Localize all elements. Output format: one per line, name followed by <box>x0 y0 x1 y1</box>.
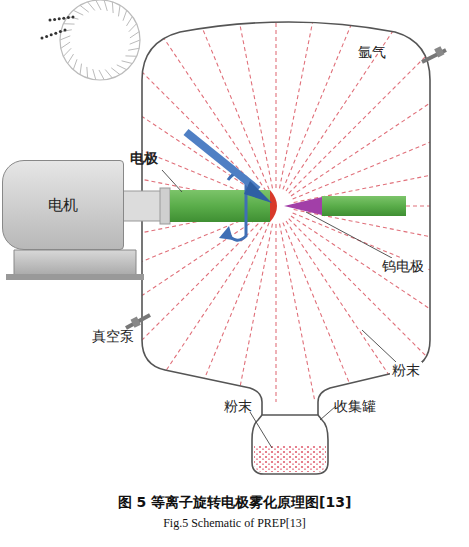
collected-powder <box>254 446 326 472</box>
source-spike <box>99 70 104 80</box>
source-spike <box>96 0 101 10</box>
part-label: 钨电极 <box>380 258 426 274</box>
source-spike <box>68 54 74 63</box>
argon-valve <box>422 46 446 62</box>
droplet-ray <box>291 216 469 350</box>
caption-english: Fig.5 Schematic of PREP[13] <box>0 516 469 531</box>
droplet-ray <box>289 22 460 193</box>
droplet-ray <box>225 0 272 188</box>
source-spike <box>117 65 127 70</box>
source-dot <box>54 32 57 35</box>
part-label: 粉末 <box>222 398 254 414</box>
source-spike <box>80 64 82 75</box>
source-spike <box>112 2 114 13</box>
figure-caption: 图 5 等离子旋转电极雾化原理图[13] <box>0 494 469 512</box>
droplet-ray <box>283 0 376 189</box>
source-spike <box>104 0 107 11</box>
plasma-arc-arrow <box>186 132 258 190</box>
source-spike <box>73 59 77 69</box>
shaft-flange <box>160 188 170 224</box>
plasma-arc-arrowhead <box>244 181 272 203</box>
source-spike <box>86 67 88 78</box>
source-dot <box>58 17 61 20</box>
source-spike <box>73 10 83 15</box>
collection-jar <box>252 415 328 474</box>
source-dot <box>50 33 53 36</box>
source-spike <box>63 48 71 56</box>
plasma-source <box>60 0 140 80</box>
atomizing-chamber <box>142 22 430 415</box>
source-spike <box>60 36 70 40</box>
source-dot <box>62 17 65 20</box>
source-spike <box>123 10 127 20</box>
droplet-ray <box>275 0 276 188</box>
source-spike <box>88 2 95 10</box>
part-label: 收集罐 <box>332 398 378 414</box>
droplet-ray <box>293 213 469 306</box>
source-spike <box>130 40 140 44</box>
droplet-ray <box>177 0 270 189</box>
part-label: 粉末 <box>390 362 422 378</box>
source-spike <box>68 16 79 19</box>
droplet-ray <box>289 219 460 390</box>
part-label: 电极 <box>128 150 160 166</box>
source-spike <box>126 16 132 25</box>
source-spike <box>128 48 139 50</box>
source-spike <box>80 5 89 12</box>
motor-body: 电机 <box>2 160 124 250</box>
leader-lines <box>162 170 396 448</box>
source-dot <box>45 35 48 38</box>
vacuum-valve <box>126 315 150 328</box>
droplet-ray <box>132 221 266 422</box>
source-spike <box>130 32 139 38</box>
source-dot <box>53 18 56 21</box>
droplet-ray <box>294 155 469 202</box>
rotation-arrowhead <box>219 226 233 240</box>
droplet-ray <box>293 107 469 200</box>
source-dot <box>59 30 62 33</box>
droplet-ray <box>280 0 327 188</box>
droplet-ray <box>291 62 469 196</box>
tungsten-tip <box>284 197 322 215</box>
source-spike <box>61 42 70 48</box>
source-dot <box>72 16 75 19</box>
motor-foot <box>6 274 144 280</box>
source-dot <box>49 19 52 22</box>
part-label: 真空泵 <box>90 328 136 344</box>
tungsten-rod <box>322 196 406 216</box>
motor-base <box>14 250 136 276</box>
source-spike <box>63 23 74 24</box>
source-dot <box>64 29 67 32</box>
source-spike <box>93 69 96 80</box>
source-spike <box>125 55 136 56</box>
source-spike <box>129 24 137 32</box>
source-spike <box>118 5 120 16</box>
source-spike <box>122 61 133 64</box>
source-dots <box>41 16 75 40</box>
source-spike <box>105 70 112 78</box>
source-dot <box>41 37 44 40</box>
source-spike <box>111 68 120 75</box>
molten-tip <box>270 190 277 222</box>
droplet-ray <box>286 0 420 191</box>
motor-label: 电机 <box>48 196 78 215</box>
part-label: 氩气 <box>356 44 388 60</box>
droplet-ray <box>286 221 420 422</box>
source-dot <box>67 16 70 19</box>
